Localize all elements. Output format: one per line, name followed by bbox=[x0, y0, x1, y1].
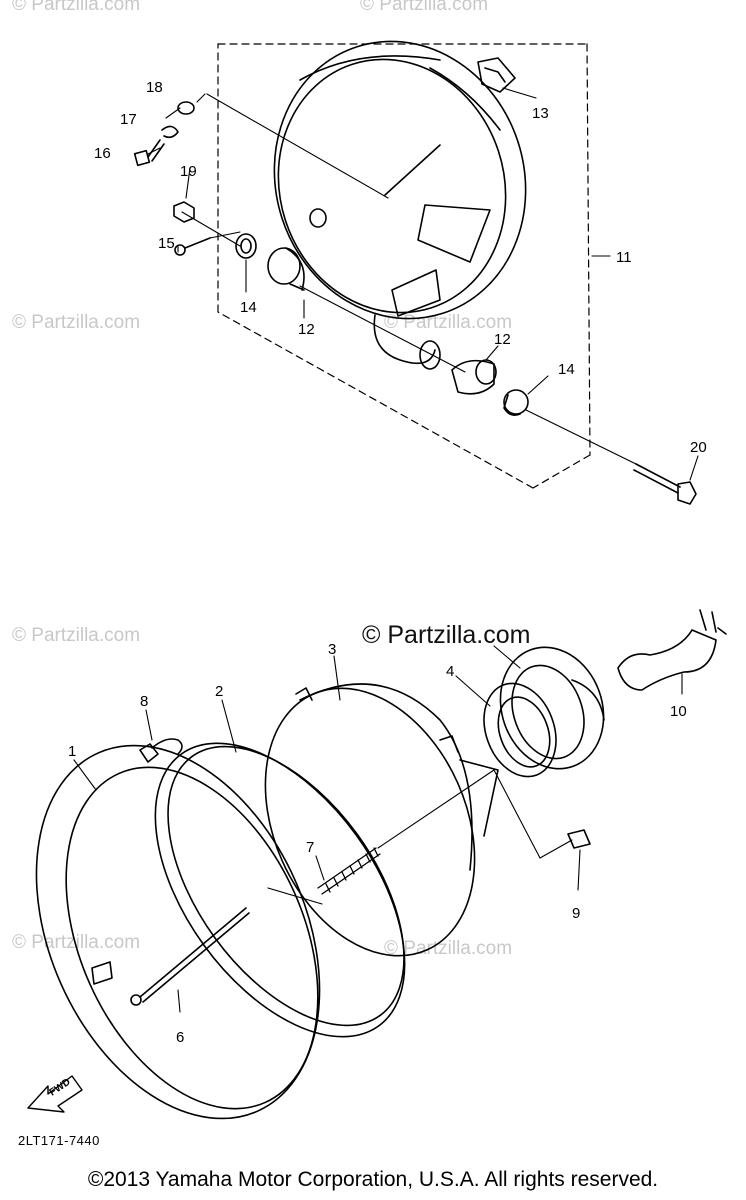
part-14-collar bbox=[235, 233, 257, 259]
callout-7: 7 bbox=[306, 839, 314, 856]
watermark: © Partzilla.com bbox=[12, 0, 141, 15]
part-7-spring bbox=[317, 847, 381, 895]
callout-17: 17 bbox=[120, 111, 137, 128]
watermark: © Partzilla.com bbox=[384, 312, 513, 333]
watermark: © Partzilla.com bbox=[12, 312, 141, 333]
callout-8: 8 bbox=[140, 693, 148, 710]
part-8-clip bbox=[139, 738, 183, 763]
headlight-housing bbox=[273, 40, 527, 370]
watermark: © Partzilla.com bbox=[360, 0, 489, 15]
leader-lines bbox=[73, 645, 683, 1013]
fwd-label: FWD bbox=[48, 1077, 73, 1099]
callout-4: 4 bbox=[446, 663, 454, 680]
part-13-clip bbox=[477, 57, 516, 93]
part-17-lockwasher bbox=[161, 125, 179, 139]
part-12-grommet bbox=[451, 359, 497, 395]
watermark: © Partzilla.com bbox=[12, 625, 141, 646]
part-14-collar bbox=[503, 389, 529, 416]
callout-16: 16 bbox=[94, 145, 111, 162]
callout-15: 15 bbox=[158, 235, 175, 252]
part-15-screw bbox=[174, 237, 211, 256]
fwd-arrow-icon bbox=[27, 1075, 83, 1113]
leader-lines bbox=[147, 87, 699, 481]
part-10-bulb bbox=[617, 609, 727, 691]
part-18-washer bbox=[177, 101, 195, 115]
callout-2: 2 bbox=[215, 683, 223, 700]
copyright-notice: ©2013 Yamaha Motor Corporation, U.S.A. A… bbox=[87, 1168, 659, 1191]
part-6-screw bbox=[130, 907, 250, 1006]
part-4-holder bbox=[483, 682, 557, 778]
callout-11: 11 bbox=[616, 249, 632, 266]
callout-14: 14 bbox=[558, 361, 575, 378]
callout-13: 13 bbox=[532, 105, 549, 122]
part-19-nut bbox=[173, 201, 195, 223]
callout-12: 12 bbox=[494, 331, 511, 348]
part-16-bolt bbox=[133, 139, 165, 167]
diagram-code: 2LT171-7440 bbox=[18, 1133, 100, 1148]
part-3-lens bbox=[264, 683, 499, 957]
callout-20: 20 bbox=[690, 439, 707, 456]
callout-1: 1 bbox=[68, 743, 76, 760]
housing-group-outline bbox=[217, 43, 591, 489]
callout-numbers: 18 17 16 19 15 14 12 13 11 12 14 20 3 4 … bbox=[68, 79, 707, 1046]
callout-19: 19 bbox=[180, 163, 197, 180]
part-5-socket bbox=[499, 646, 605, 770]
part-12-grommet bbox=[267, 247, 305, 291]
part-1-rim bbox=[35, 744, 321, 1120]
part-9-clip bbox=[567, 829, 591, 849]
callout-18: 18 bbox=[146, 79, 163, 96]
callout-9: 9 bbox=[572, 905, 580, 922]
part-20-bolt bbox=[633, 463, 697, 505]
callout-6: 6 bbox=[176, 1029, 184, 1046]
watermark-center: © Partzilla.com bbox=[362, 621, 531, 649]
callout-3: 3 bbox=[328, 641, 336, 658]
part-2-ring bbox=[154, 742, 406, 1038]
callout-12: 12 bbox=[298, 321, 315, 338]
callout-10: 10 bbox=[670, 703, 687, 720]
callout-14: 14 bbox=[240, 299, 257, 316]
